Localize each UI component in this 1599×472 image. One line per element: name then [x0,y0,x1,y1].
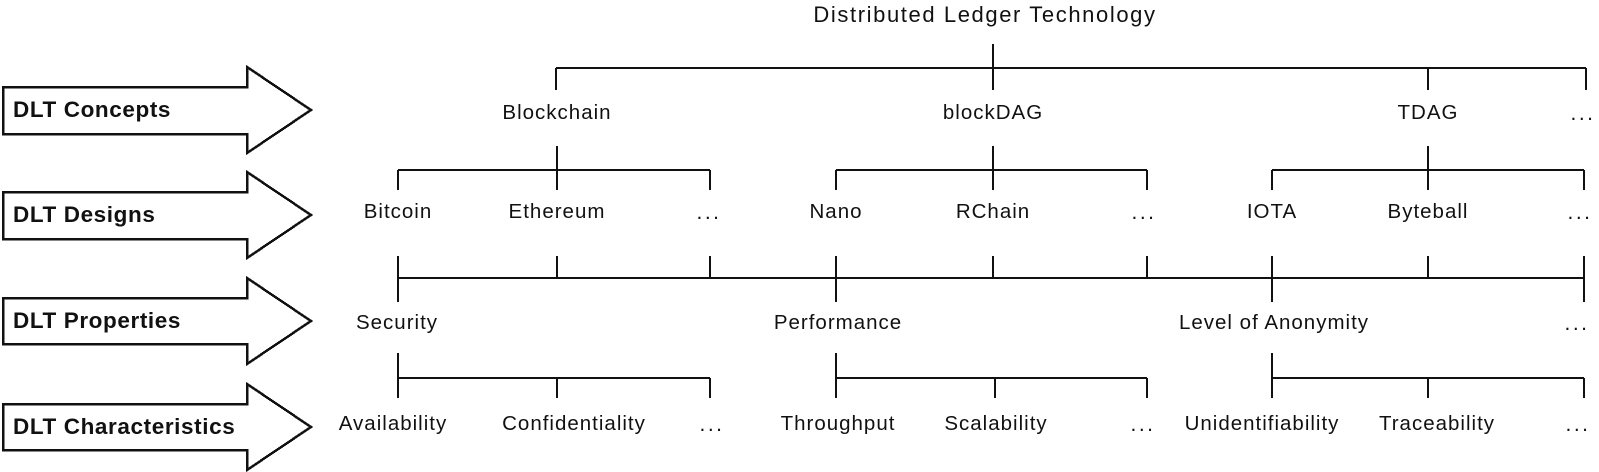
characteristic-label-availability: Availability [338,412,448,435]
characteristic-label-unidentifiability: Unidentifiability [1184,412,1340,435]
right-arrow-icon [1,381,314,472]
concept-label-more: ... [1570,102,1596,125]
property-label-performance: Performance [773,311,903,334]
row-arrow-label-designs: DLT Designs [13,202,156,227]
property-label-anonymity: Level of Anonymity [1178,311,1370,334]
design-label-more: ... [696,201,722,224]
design-label-iota: IOTA [1246,200,1298,223]
property-label-more: ... [1564,312,1590,335]
concept-label-blockdag: blockDAG [942,101,1044,124]
characteristic-label-traceability: Traceability [1378,412,1496,435]
characteristic-label-scalability: Scalability [944,412,1048,435]
design-label-byteball: Byteball [1387,200,1469,223]
concept-label-blockchain: Blockchain [502,101,612,124]
design-label-rchain: RChain [955,200,1031,223]
page-title: Distributed Ledger Technology [813,2,1157,27]
design-label-more: ... [1567,201,1593,224]
characteristic-label-more: ... [1565,413,1591,436]
right-arrow-icon [1,169,314,261]
right-arrow-icon [1,275,314,367]
row-arrow-label-concepts: DLT Concepts [13,97,172,122]
row-arrow-label-properties: DLT Properties [13,308,182,333]
characteristic-label-confidentiality: Confidentiality [502,412,646,435]
characteristic-label-more: ... [699,413,725,436]
design-label-ethereum: Ethereum [508,200,606,223]
concept-label-tdag: TDAG [1397,101,1459,124]
characteristic-label-more: ... [1130,413,1156,436]
design-label-bitcoin: Bitcoin [363,200,433,223]
right-arrow-icon [1,64,314,156]
characteristic-label-throughput: Throughput [780,412,896,435]
design-label-nano: Nano [809,200,863,223]
row-arrow-label-characteristics: DLT Characteristics [13,414,236,439]
property-label-security: Security [355,311,439,334]
design-label-more: ... [1131,201,1157,224]
